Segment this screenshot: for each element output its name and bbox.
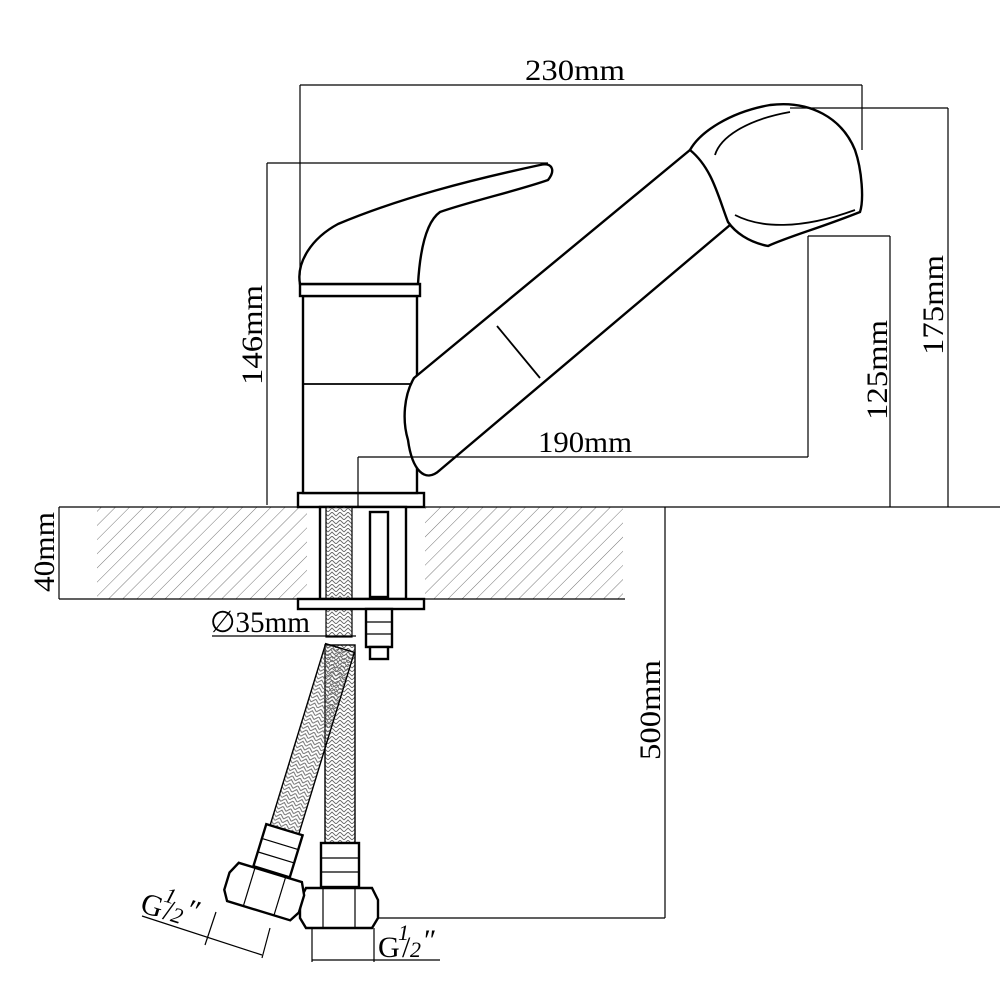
svg-text:1: 1 [398,920,409,945]
label-width-total: 230mm [525,54,625,87]
label-height-handle: 146mm [236,285,269,385]
svg-text:2: 2 [410,937,421,962]
dimension-lines [58,84,949,962]
spray-head [688,103,864,248]
faucet-body [296,103,864,509]
dimension-labels: 230mm 146mm 175mm 125mm 190mm 40mm ∅35mm… [28,54,950,964]
hex-nut-right [298,886,380,930]
label-height-total: 175mm [917,255,950,355]
svg-text:/: / [402,931,411,964]
svg-text:G: G [378,931,400,964]
label-height-spout: 125mm [861,320,894,420]
label-hole-diameter: ∅35mm [210,606,310,639]
countertop-section [97,506,1000,600]
under-counter-parts [223,505,426,930]
hex-nut-left [223,861,306,922]
label-hose-length: 500mm [634,660,667,760]
label-thread-left: G 1 / 2 ″ [137,882,205,929]
label-thread-right: G 1 / 2 ″ [378,920,437,964]
lever-handle [298,163,554,286]
label-reach: 190mm [538,426,632,459]
svg-text:″: ″ [424,924,437,957]
svg-text:″: ″ [183,893,205,928]
label-counter-thickness: 40mm [28,512,61,592]
